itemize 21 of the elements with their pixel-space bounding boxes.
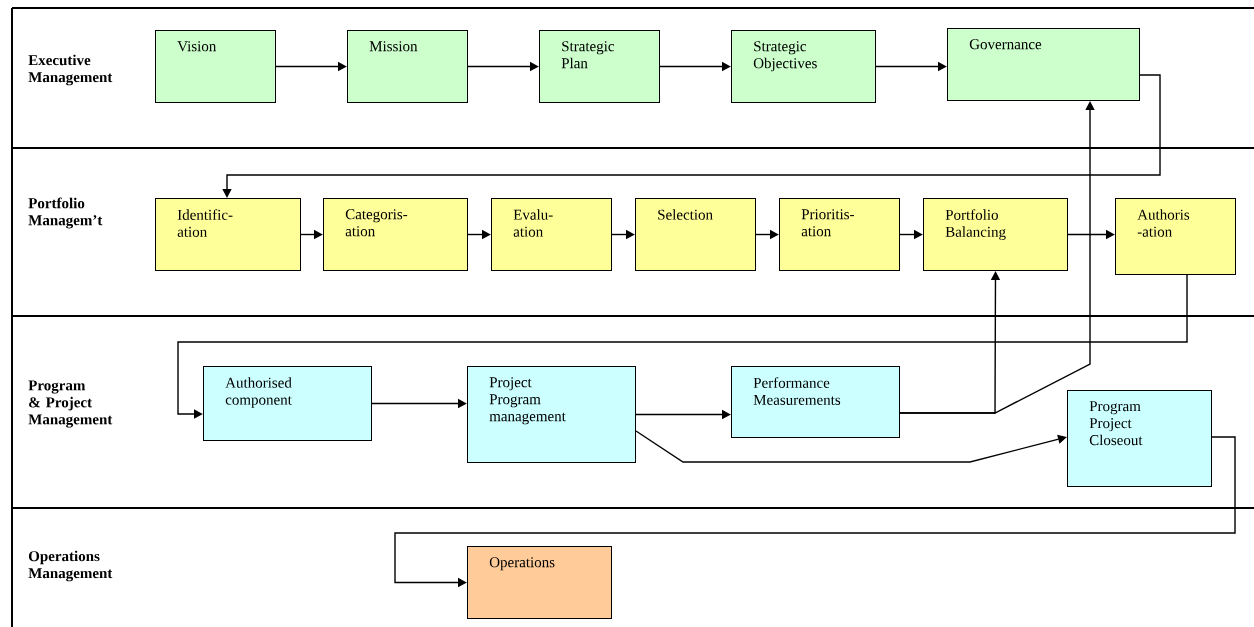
process-box: Operations [467, 546, 612, 619]
process-box: Selection [635, 198, 756, 271]
process-box: Identific- ation [155, 198, 301, 271]
process-box: Program Project Closeout [1067, 390, 1212, 487]
process-box: Categoris- ation [323, 198, 468, 271]
arrow [222, 74, 1161, 198]
arrow [177, 274, 1188, 419]
process-box: Prioritis- ation [779, 198, 900, 271]
process-box: Portfolio Balancing [923, 198, 1068, 271]
arrow [899, 101, 1095, 414]
process-box: Performance Measurements [731, 366, 900, 438]
process-box: Evalu- ation [491, 198, 612, 271]
process-box: Authoris -ation [1115, 198, 1236, 275]
process-box: Vision [155, 30, 276, 103]
process-box: Governance [947, 28, 1140, 101]
process-box: Strategic Plan [539, 30, 660, 103]
process-box: Project Program management [467, 366, 636, 463]
process-box: Authorised component [203, 366, 372, 441]
process-box: Strategic Objectives [731, 30, 876, 103]
process-box: Mission [347, 30, 468, 103]
arrow [635, 430, 1067, 463]
